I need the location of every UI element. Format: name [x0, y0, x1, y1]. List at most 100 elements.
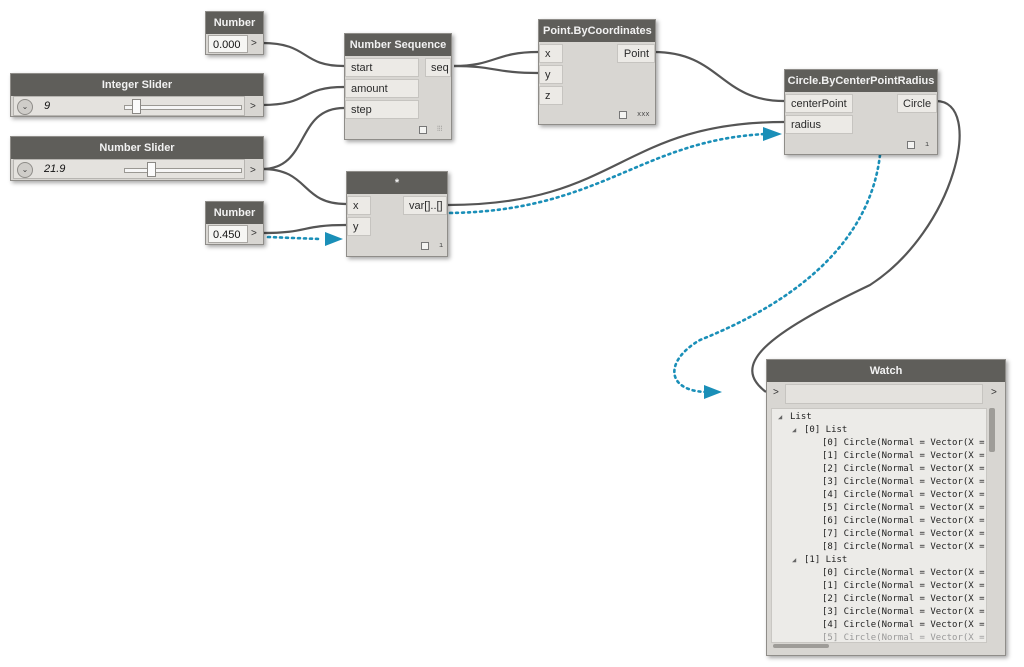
watch-input-bar — [785, 384, 983, 404]
wire-number-to-mult-y — [261, 223, 347, 235]
input-port-x[interactable]: x — [539, 44, 563, 63]
input-port-centerpoint[interactable]: centerPoint — [785, 94, 853, 113]
watch-tree[interactable]: ◢ List ◢ [0] List [0] Circle(Normal = Vect… — [771, 408, 987, 643]
node-title: * — [347, 172, 447, 194]
input-arrow[interactable]: > — [773, 387, 779, 398]
wire-point-to-center — [653, 50, 785, 103]
tree-item: [2] Circle(Normal = Vector(X = — [822, 594, 985, 604]
circle-by-center-point-radius-node[interactable]: Circle.ByCenterPointRadius centerPoint r… — [784, 69, 938, 155]
input-port-y[interactable]: y — [539, 65, 563, 84]
tree-item: [5] Circle(Normal = Vector(X = — [822, 503, 985, 513]
input-port-step[interactable]: step — [345, 100, 419, 119]
tree-item: [1] Circle(Normal = Vector(X = — [822, 581, 985, 591]
output-arrow[interactable]: > — [251, 228, 257, 239]
tree-item: [0] Circle(Normal = Vector(X = — [822, 568, 985, 578]
tree-group-label: [1] List — [804, 555, 848, 565]
output-port-var[interactable]: var[]..[] — [403, 196, 447, 215]
input-port-y[interactable]: y — [347, 217, 371, 236]
output-port-circle[interactable]: Circle — [897, 94, 937, 113]
slider-value: 21.9 — [44, 163, 66, 175]
wire-mult-to-radius — [447, 120, 785, 207]
point-by-coordinates-node[interactable]: Point.ByCoordinates x y z Point xxx — [538, 19, 656, 125]
multiply-node[interactable]: * x y var[]..[] ı — [346, 171, 448, 257]
collapse-icon[interactable]: ◢ — [792, 426, 797, 434]
number-slider-node[interactable]: Number Slider ⌄ 21.9 > — [10, 136, 264, 181]
tree-item: [2] Circle(Normal = Vector(X = — [822, 464, 985, 474]
lacing-indicator: ⫶⫶⫶ — [437, 126, 443, 134]
number-node[interactable]: Number 0.000 > — [205, 11, 264, 55]
highlight-var-to-radius — [442, 132, 768, 215]
slider-track[interactable] — [124, 168, 242, 173]
tree-item: [0] Circle(Normal = Vector(X = — [822, 438, 985, 448]
slider-track[interactable] — [124, 105, 242, 110]
arrowhead-radius — [763, 127, 782, 141]
output-port-seq[interactable]: seq — [425, 58, 451, 77]
arrowhead-y — [325, 232, 343, 246]
highlight-circle-to-watch — [673, 153, 882, 394]
horizontal-scrollbar[interactable] — [773, 644, 829, 648]
expand-icon[interactable]: ⌄ — [17, 162, 33, 178]
input-port-amount[interactable]: amount — [345, 79, 419, 98]
node-title: Number Slider — [11, 137, 263, 159]
wire-numslider-to-step — [261, 106, 345, 171]
lacing-indicator: xxx — [637, 111, 650, 119]
slider-row: ⌄ 9 — [13, 96, 245, 116]
node-title: Point.ByCoordinates — [539, 20, 655, 42]
node-title: Number Sequence — [345, 34, 451, 56]
node-title: Circle.ByCenterPointRadius — [785, 70, 937, 92]
number-value-input[interactable]: 0.450 — [208, 225, 248, 243]
number-node[interactable]: Number 0.450 > — [205, 201, 264, 245]
node-title: Number — [206, 12, 263, 34]
tree-root-label: List — [790, 412, 812, 422]
tree-root[interactable]: ◢ List — [772, 411, 986, 424]
slider-thumb[interactable] — [132, 99, 141, 114]
wire-seq-to-x — [453, 50, 539, 68]
output-port-point[interactable]: Point — [617, 44, 655, 63]
input-port-radius[interactable]: radius — [785, 115, 853, 134]
lacing-indicator: ı — [925, 141, 930, 149]
output-arrow[interactable]: > — [250, 101, 256, 112]
highlight-number-to-y — [266, 235, 322, 241]
vertical-scrollbar[interactable] — [989, 408, 995, 452]
watch-node[interactable]: Watch > > ◢List ◢[0] List [0] Circle(Nor… — [766, 359, 1006, 656]
number-sequence-node[interactable]: Number Sequence start amount step seq ⫶⫶… — [344, 33, 452, 140]
collapse-icon[interactable]: ◢ — [778, 413, 783, 421]
wire-numslider-to-mult-x — [261, 167, 347, 206]
tree-item: [4] Circle(Normal = Vector(X = — [822, 620, 985, 630]
slider-value: 9 — [44, 100, 51, 112]
input-port-z[interactable]: z — [539, 86, 563, 105]
preview-checkbox[interactable] — [421, 242, 429, 250]
tree-item: [7] Circle(Normal = Vector(X = — [822, 529, 985, 539]
wire-circle-to-watch — [751, 99, 961, 393]
tree-group-label: [0] List — [804, 425, 848, 435]
wire-seq-to-y — [453, 64, 539, 75]
slider-thumb[interactable] — [147, 162, 156, 177]
slider-row: ⌄ 21.9 — [13, 159, 245, 179]
number-value-input[interactable]: 0.000 — [208, 35, 248, 53]
wire-intslider-to-amount — [261, 85, 345, 107]
output-arrow[interactable]: > — [250, 165, 256, 176]
node-title: Integer Slider — [11, 74, 263, 96]
tree-item: [4] Circle(Normal = Vector(X = — [822, 490, 985, 500]
collapse-icon[interactable]: ◢ — [792, 556, 797, 564]
preview-checkbox[interactable] — [619, 111, 627, 119]
input-port-start[interactable]: start — [345, 58, 419, 77]
tree-item: [3] Circle(Normal = Vector(X = — [822, 477, 985, 487]
expand-icon[interactable]: ⌄ — [17, 99, 33, 115]
node-title: Number — [206, 202, 263, 224]
tree-item: [3] Circle(Normal = Vector(X = — [822, 607, 985, 617]
output-arrow[interactable]: > — [251, 38, 257, 49]
tree-item: [1] Circle(Normal = Vector(X = — [822, 451, 985, 461]
preview-checkbox[interactable] — [419, 126, 427, 134]
tree-group[interactable]: ◢ [1] List — [772, 554, 986, 567]
tree-group[interactable]: ◢ [0] List — [772, 424, 986, 437]
wire-number-to-start — [261, 41, 345, 68]
input-port-x[interactable]: x — [347, 196, 371, 215]
arrowhead-watch — [704, 385, 722, 399]
integer-slider-node[interactable]: Integer Slider ⌄ 9 > — [10, 73, 264, 117]
tree-item: [6] Circle(Normal = Vector(X = — [822, 516, 985, 526]
tree-item: [5] Circle(Normal = Vector(X = — [822, 633, 985, 643]
preview-checkbox[interactable] — [907, 141, 915, 149]
output-arrow[interactable]: > — [991, 387, 997, 398]
